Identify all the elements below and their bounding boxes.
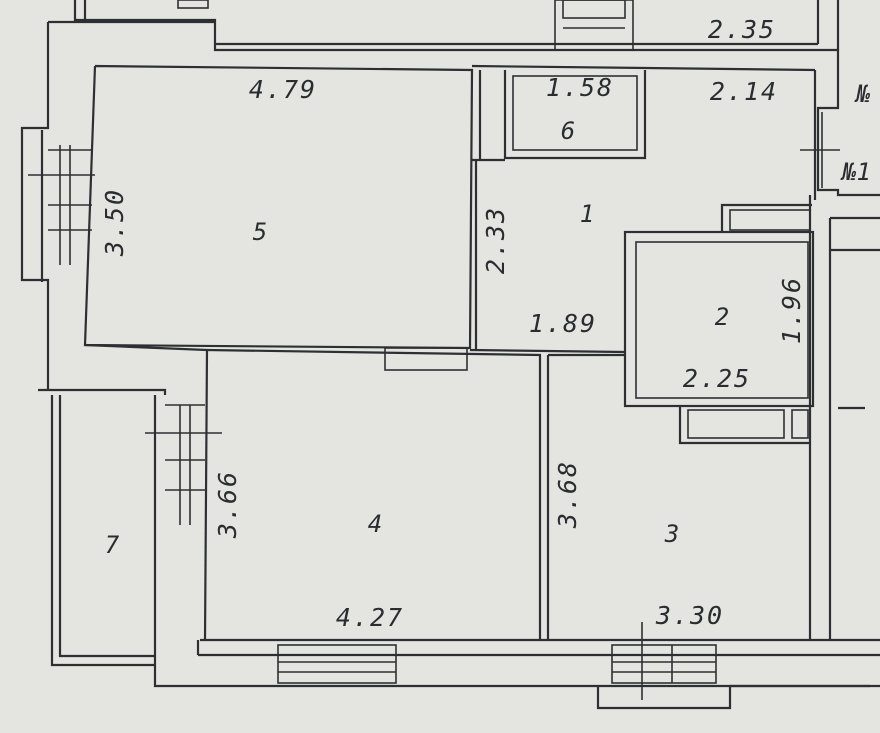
dimension-room5-width: 4.79 bbox=[249, 75, 317, 104]
dimension-room4-width: 4.27 bbox=[336, 603, 404, 632]
room-label-1: 1 bbox=[580, 200, 594, 228]
dimension-room2-width: 2.25 bbox=[683, 364, 751, 393]
dimension-room1-width: 2.14 bbox=[710, 77, 778, 106]
edge-label-upper: № bbox=[854, 80, 870, 108]
room-label-6: 6 bbox=[561, 117, 575, 145]
dimension-room3-width: 3.30 bbox=[655, 601, 724, 630]
rooms-4-3-walls bbox=[84, 343, 625, 655]
windows bbox=[28, 112, 840, 700]
dimension-room6-width: 1.58 bbox=[546, 73, 614, 102]
dimension-room2-height: 1.96 bbox=[777, 276, 806, 344]
upper-neighbour-walls bbox=[73, 0, 840, 52]
dimension-room5-height: 3.50 bbox=[100, 188, 129, 257]
room-label-3: 3 bbox=[664, 520, 679, 548]
room-label-2: 2 bbox=[715, 303, 729, 331]
dimension-room1-lower-width: 1.89 bbox=[529, 309, 597, 338]
dimension-room3-height: 3.68 bbox=[553, 460, 582, 529]
dimension-top-right: 2.35 bbox=[708, 15, 776, 44]
room-label-7: 7 bbox=[105, 531, 120, 559]
edge-label-lower: №1 bbox=[840, 158, 871, 186]
room-label-4: 4 bbox=[368, 510, 382, 538]
central-walls bbox=[469, 64, 817, 445]
room-label-5: 5 bbox=[253, 218, 267, 246]
dimension-room1-height: 2.33 bbox=[481, 206, 510, 274]
dimension-room4-height: 3.66 bbox=[213, 470, 242, 539]
room-5-walls bbox=[83, 64, 482, 350]
outer-walls bbox=[20, 20, 880, 710]
